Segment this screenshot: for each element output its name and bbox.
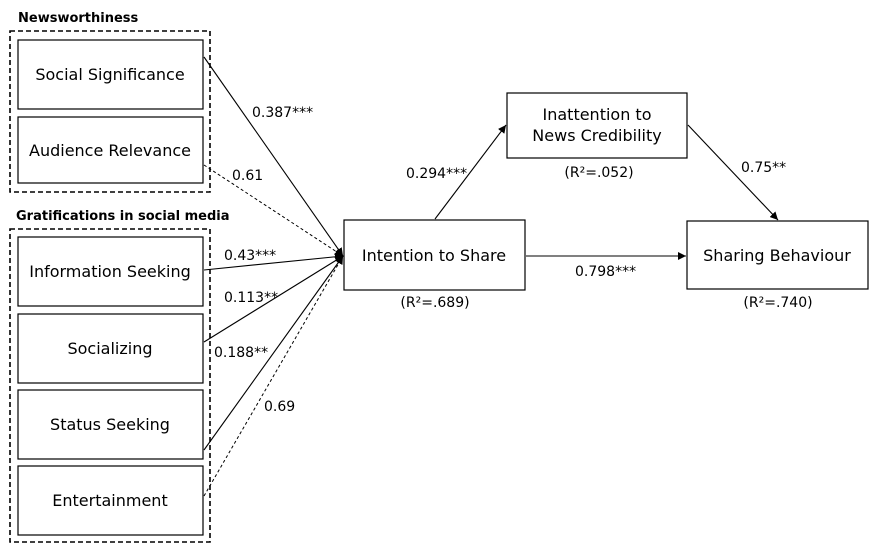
information-seeking-label: Information Seeking [29, 262, 191, 281]
coef-intention-to-inattention: 0.294*** [406, 166, 467, 182]
gratifications-group-title: Gratifications in social media [16, 209, 229, 224]
entertainment-box [17, 465, 204, 536]
entertainment-label: Entertainment [52, 491, 167, 510]
inattention-r2-label: (R²=.052) [564, 165, 633, 181]
information-seeking-box [17, 236, 204, 307]
sharing-r2-label: (R²=.740) [743, 295, 812, 311]
coef-entertainment: 0.69 [264, 399, 295, 415]
newsworthiness-group-title: Newsworthiness [18, 11, 139, 26]
status-seeking-box [17, 389, 204, 460]
newsworthiness-group-frame [9, 30, 211, 193]
socializing-box [17, 313, 204, 384]
sharing-behaviour-box [686, 220, 869, 290]
coef-socializing: 0.113** [224, 290, 278, 306]
intention-to-share-label: Intention to Share [362, 246, 506, 265]
coef-intention-to-sharing: 0.798*** [575, 264, 636, 280]
coef-audience-relevance: 0.61 [232, 168, 263, 184]
path-socializing [203, 255, 344, 343]
social-significance-box [17, 39, 204, 110]
socializing-label: Socializing [67, 339, 152, 358]
path-intention-to-inattention [434, 124, 507, 220]
audience-relevance-box [17, 116, 204, 184]
path-status-seeking [203, 255, 344, 451]
social-significance-label: Social Significance [35, 65, 184, 84]
sharing-behaviour-label: Sharing Behaviour [703, 246, 851, 265]
coef-status-seeking: 0.188** [214, 345, 268, 361]
path-audience-relevance [203, 164, 344, 257]
inattention-box [506, 92, 688, 159]
coef-information-seeking: 0.43*** [224, 248, 276, 264]
coef-social-significance: 0.387*** [252, 105, 313, 121]
inattention-label-line2: News Credibility [532, 126, 661, 145]
intention-to-share-box [343, 219, 526, 291]
coef-inattention-to-sharing: 0.75** [741, 160, 786, 176]
path-social-significance [203, 56, 344, 257]
inattention-label-line1: Inattention to [543, 105, 652, 124]
audience-relevance-label: Audience Relevance [29, 141, 191, 160]
status-seeking-label: Status Seeking [50, 415, 170, 434]
path-entertainment [203, 255, 344, 497]
gratifications-group-frame [9, 228, 211, 543]
path-inattention-to-sharing [687, 124, 779, 221]
intention-r2-label: (R²=.689) [400, 295, 469, 311]
path-information-seeking [203, 252, 344, 271]
